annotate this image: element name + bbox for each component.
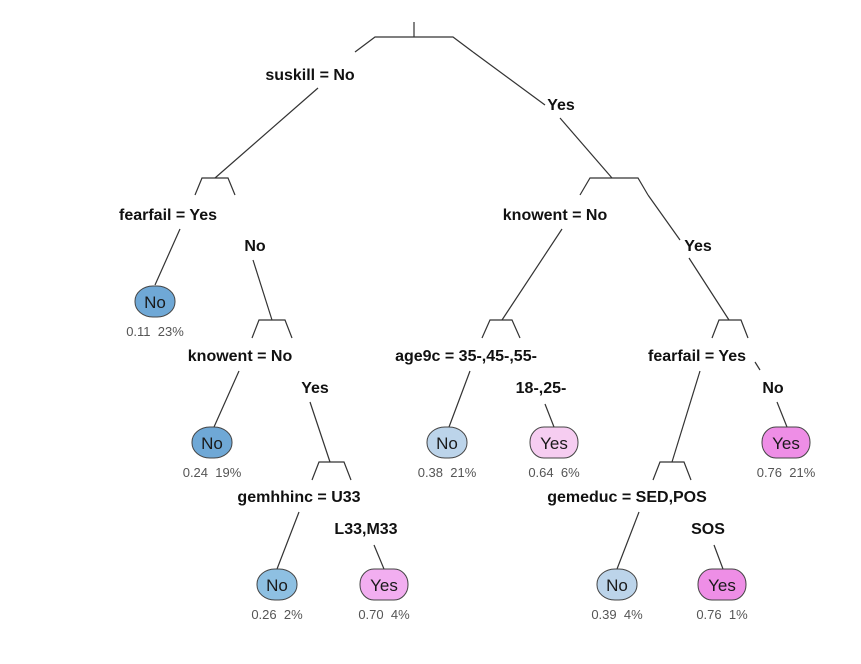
leaf-stats-label: 0.70 4%: [358, 607, 410, 622]
edge-root-right-b: [559, 117, 613, 179]
split-label-gemhhinc: gemhhinc = U33: [237, 489, 360, 506]
branch-label-knowent-right-yes: Yes: [684, 238, 712, 255]
leaf-stats-label: 0.76 1%: [696, 607, 748, 622]
leaf-box: [134, 285, 176, 318]
leaf-class-label: No: [144, 293, 166, 312]
leaf-node-1: No 0.11 23%: [126, 285, 184, 339]
edge-knowent-left-leaf2: [213, 370, 240, 428]
leaf-node-2: No 0.24 19%: [183, 426, 242, 480]
split-label-knowent-left: knowent = No: [188, 348, 293, 365]
edge-fearfail-left-leaf1: [154, 228, 181, 286]
leaf-node-8: No 0.39 4%: [591, 568, 643, 622]
edge-gemeduc-leaf8: [616, 511, 640, 570]
leaf-class-label: No: [436, 434, 458, 453]
edge-root-left: [214, 87, 319, 179]
edge-fearfail-left-knowent: [252, 259, 273, 321]
leaf-class-label: Yes: [540, 434, 568, 453]
leaf-class-label: No: [606, 576, 628, 595]
leaf-class-label: No: [201, 434, 223, 453]
bracket-fearfail-left: [194, 177, 236, 196]
leaf-box: [596, 568, 638, 601]
leaf-stats-label: 0.24 19%: [183, 465, 242, 480]
edge-age9c-leaf5: [448, 370, 471, 428]
leaf-class-label: Yes: [370, 576, 398, 595]
split-label-age9c: age9c = 35-,45-,55-: [395, 348, 537, 365]
leaf-nodes: No 0.11 23% No 0.24 19% No 0.26 2% Yes 0.70 4% N…: [126, 285, 816, 622]
leaf-node-7: Yes 0.76 21%: [757, 426, 816, 480]
edge-age9c-leaf6: [544, 403, 555, 428]
edge-gemhhinc-leaf4: [373, 544, 385, 570]
leaf-node-9: Yes 0.76 1%: [696, 568, 748, 622]
edge-gemeduc-leaf9: [713, 544, 724, 570]
leaf-box: [761, 426, 811, 459]
leaf-stats-label: 0.39 4%: [591, 607, 643, 622]
leaf-node-3: No 0.26 2%: [251, 568, 303, 622]
edge-gemhhinc-leaf3: [276, 511, 300, 570]
split-label-fearfail-left: fearfail = Yes: [119, 207, 217, 224]
edge-knowent-right-fearfail-b: [688, 257, 730, 321]
leaf-class-label: No: [266, 576, 288, 595]
bracket-age9c: [481, 319, 521, 339]
leaf-node-6: Yes 0.64 6%: [528, 426, 580, 480]
leaf-class-label: Yes: [772, 434, 800, 453]
branch-label-fearfail-right-no: No: [762, 380, 784, 397]
branch-label-gemhhinc-alt: L33,M33: [334, 521, 397, 538]
split-label-gemeduc: gemeduc = SED,POS: [547, 489, 707, 506]
leaf-stats-label: 0.11 23%: [126, 324, 184, 339]
leaf-box: [256, 568, 298, 601]
leaf-stats-label: 0.38 21%: [418, 465, 477, 480]
bracket-gemhhinc: [311, 461, 352, 481]
edge-fearfail-right-leaf7-b: [776, 401, 788, 428]
leaf-stats-label: 0.76 21%: [757, 465, 816, 480]
branch-label-fearfail-left-no: No: [244, 238, 266, 255]
edge-fearfail-right-leaf7-a: [754, 361, 761, 371]
split-label-fearfail-right: fearfail = Yes: [648, 348, 746, 365]
leaf-box: [697, 568, 747, 601]
branch-label-age9c-alt: 18-,25-: [516, 380, 567, 397]
edge-root-right-a: [472, 51, 546, 106]
bracket-fearfail-right: [711, 319, 749, 339]
leaf-node-4: Yes 0.70 4%: [358, 568, 410, 622]
bracket-knowent-right: [579, 177, 649, 196]
split-label-root: suskill = No: [265, 67, 355, 84]
bracket-gemeduc: [652, 461, 692, 481]
branch-label-knowent-left-yes: Yes: [301, 380, 329, 397]
leaf-box: [191, 426, 233, 459]
root-connector: [354, 22, 474, 53]
edge-fearfail-right-gemeduc: [671, 370, 701, 463]
leaf-box: [359, 568, 409, 601]
split-label-knowent-right: knowent = No: [503, 207, 608, 224]
leaf-box: [426, 426, 468, 459]
leaf-stats-label: 0.64 6%: [528, 465, 580, 480]
root-bracket: [354, 36, 474, 53]
leaf-stats-label: 0.26 2%: [251, 607, 303, 622]
edge-knowent-left-gemhhinc: [309, 401, 331, 463]
branch-label-root-yes: Yes: [547, 97, 575, 114]
edge-knowent-right-age9c: [501, 228, 563, 321]
edge-knowent-right-fearfail-a: [647, 194, 681, 241]
bracket-knowent-left: [251, 319, 293, 339]
leaf-node-5: No 0.38 21%: [418, 426, 477, 480]
branch-label-gemeduc-alt: SOS: [691, 521, 725, 538]
leaf-class-label: Yes: [708, 576, 736, 595]
leaf-box: [529, 426, 579, 459]
